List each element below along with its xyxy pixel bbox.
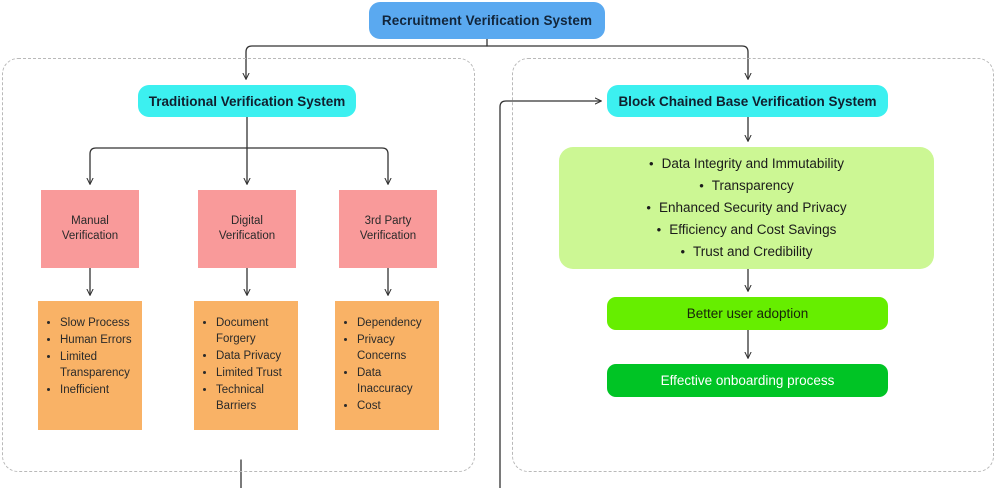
outcome-node-better-user-adoption[interactable]: Better user adoption — [607, 297, 888, 330]
outcome-label: Better user adoption — [686, 306, 809, 321]
list-item: Document Forgery — [216, 315, 292, 347]
edge-traditional-to-manual — [90, 147, 248, 184]
traditional-system-container — [2, 58, 475, 472]
method-label-line2: Verification — [61, 230, 119, 242]
root-node-recruitment-verification-system[interactable]: Recruitment Verification System — [369, 2, 605, 39]
list-item: Human Errors — [60, 332, 136, 348]
branch-node-traditional-verification-system[interactable]: Traditional Verification System — [138, 85, 356, 117]
list-item: Inefficient — [60, 382, 136, 398]
method-label-line1: 3rd Party — [364, 215, 412, 227]
benefits-node-blockchain[interactable]: Data Integrity and Immutability Transpar… — [559, 147, 934, 269]
method-label-line1: Manual — [71, 215, 109, 227]
list-item: Cost — [357, 398, 433, 414]
benefit-item: Efficiency and Cost Savings — [559, 219, 934, 241]
edge-root-to-right-branch — [486, 45, 748, 79]
drawbacks-list: Document Forgery Data Privacy Limited Tr… — [202, 315, 292, 415]
list-item: Technical Barriers — [216, 382, 292, 414]
method-label-line2: Verification — [218, 230, 276, 242]
drawbacks-list: Dependency Privacy Concerns Data Inaccur… — [343, 315, 433, 415]
list-item: Slow Process — [60, 315, 136, 331]
list-item: Limited Transparency — [60, 349, 136, 381]
method-node-third-party-verification[interactable]: 3rd Party Verification — [339, 190, 437, 268]
benefit-item: Data Integrity and Immutability — [559, 153, 934, 175]
outcome-label: Effective onboarding process — [660, 373, 835, 388]
outcome-node-effective-onboarding-process[interactable]: Effective onboarding process — [607, 364, 888, 397]
drawbacks-node-digital[interactable]: Document Forgery Data Privacy Limited Tr… — [194, 301, 298, 430]
list-item: Dependency — [357, 315, 433, 331]
list-item: Limited Trust — [216, 365, 292, 381]
benefit-item: Transparency — [559, 175, 934, 197]
edge-traditional-to-third-party — [246, 147, 388, 184]
edge-root-to-left-branch — [246, 45, 488, 79]
list-item: Data Inaccuracy — [357, 365, 433, 397]
root-node-label: Recruitment Verification System — [381, 13, 593, 28]
branch-node-label-traditional: Traditional Verification System — [148, 93, 346, 109]
drawbacks-node-manual[interactable]: Slow Process Human Errors Limited Transp… — [38, 301, 142, 430]
method-label-line1: Digital — [231, 215, 263, 227]
branch-node-blockchain-verification-system[interactable]: Block Chained Base Verification System — [607, 85, 888, 117]
method-label-line2: Verification — [359, 230, 417, 242]
list-item: Privacy Concerns — [357, 332, 433, 364]
branch-node-label-blockchain: Block Chained Base Verification System — [618, 93, 877, 109]
drawbacks-node-third-party[interactable]: Dependency Privacy Concerns Data Inaccur… — [335, 301, 439, 430]
edge-feedback-to-blockchain — [499, 101, 601, 488]
method-node-digital-verification[interactable]: Digital Verification — [198, 190, 296, 268]
benefit-item: Enhanced Security and Privacy — [559, 197, 934, 219]
drawbacks-list: Slow Process Human Errors Limited Transp… — [46, 315, 136, 399]
method-node-manual-verification[interactable]: Manual Verification — [41, 190, 139, 268]
benefit-item: Trust and Credibility — [559, 241, 934, 263]
list-item: Data Privacy — [216, 348, 292, 364]
